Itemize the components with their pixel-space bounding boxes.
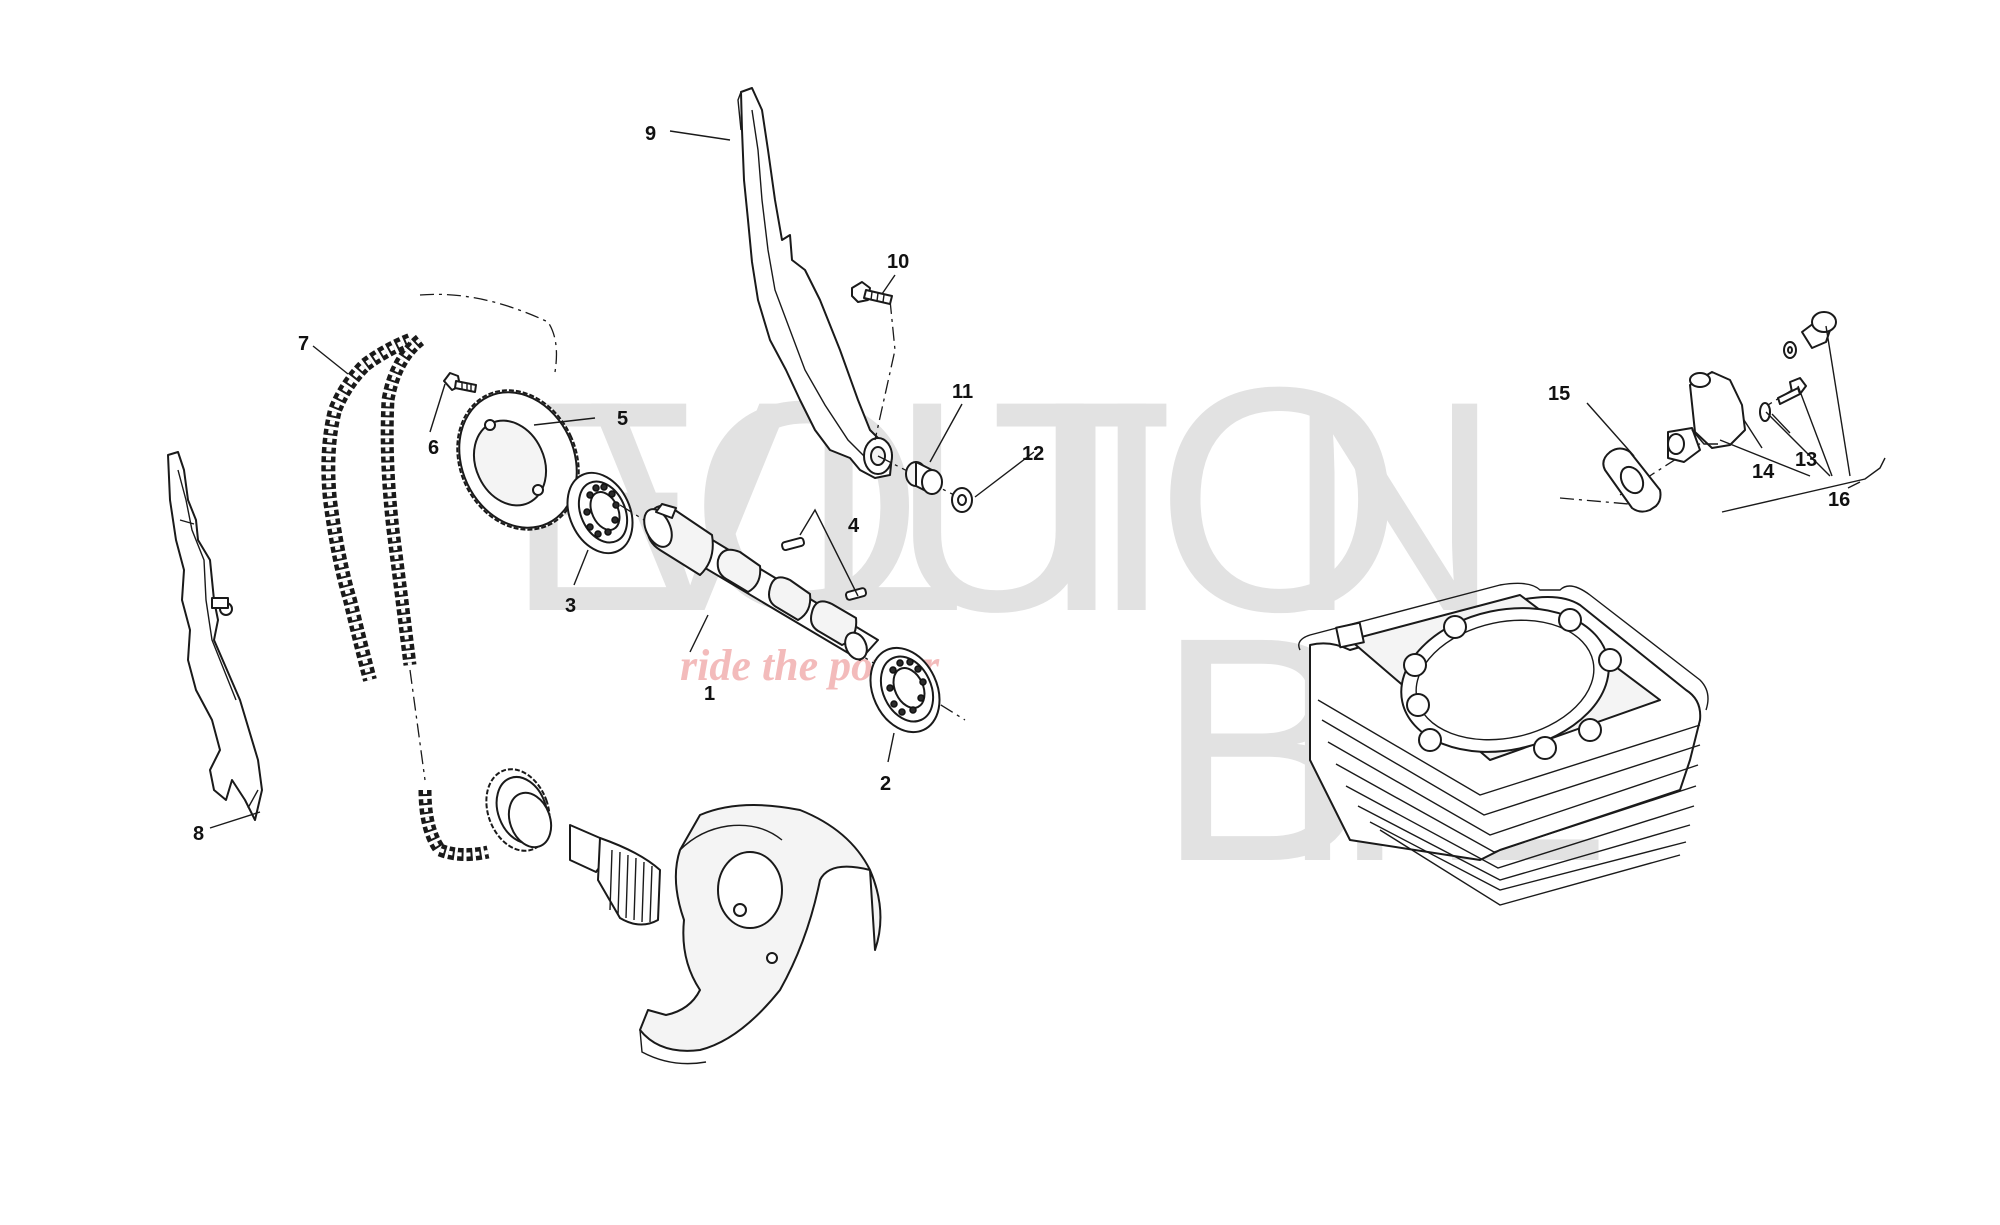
callout-4: 4 bbox=[848, 515, 860, 537]
callout-3: 3 bbox=[565, 595, 576, 617]
callout-7: 7 bbox=[298, 333, 309, 355]
callout-14: 14 bbox=[1752, 461, 1775, 483]
part-chain-guide-fixed bbox=[167, 451, 263, 821]
part-tensioner-bolt-set bbox=[1759, 311, 1837, 422]
callout-12: 12 bbox=[1022, 443, 1044, 465]
part-cam-sprocket bbox=[456, 389, 580, 531]
callout-5: 5 bbox=[617, 408, 628, 430]
part-timing-chain bbox=[321, 293, 558, 862]
part-camshaft bbox=[619, 503, 966, 721]
part-chain-tensioner bbox=[1667, 371, 1746, 463]
callout-16: 16 bbox=[1828, 489, 1850, 511]
watermark-letter-i: I bbox=[1090, 338, 1173, 674]
watermark-letter-t: T bbox=[990, 338, 1173, 674]
callout-labels: 1 2 3 4 5 6 7 8 9 10 11 12 13 14 15 16 bbox=[193, 123, 1850, 845]
callout-leaders bbox=[209, 130, 1886, 829]
watermark-letter-u: U bbox=[890, 338, 1107, 674]
callout-8: 8 bbox=[193, 823, 204, 845]
part-cylinder bbox=[1298, 582, 1709, 906]
part-crankshaft bbox=[569, 804, 882, 1065]
part-washer bbox=[951, 487, 973, 513]
callout-11: 11 bbox=[952, 381, 973, 403]
callout-15: 15 bbox=[1548, 383, 1570, 405]
part-crank-sprocket bbox=[485, 768, 553, 852]
watermark: E V O L U T I O N B I K E bbox=[505, 320, 1610, 928]
callout-10: 10 bbox=[887, 251, 909, 273]
callout-6: 6 bbox=[428, 437, 439, 459]
part-sprocket-screw bbox=[443, 372, 477, 393]
part-tensioner-bolt bbox=[851, 281, 896, 441]
callout-9: 9 bbox=[645, 123, 656, 145]
part-spacer bbox=[877, 455, 961, 499]
callout-2: 2 bbox=[880, 773, 891, 795]
watermark-letter-o2: O bbox=[1155, 320, 1404, 678]
part-bearing-left bbox=[566, 471, 634, 555]
cylinder-fins bbox=[1317, 699, 1701, 891]
part-bearing-right bbox=[869, 646, 941, 734]
callout-13: 13 bbox=[1795, 449, 1817, 471]
callout-1: 1 bbox=[704, 683, 715, 705]
